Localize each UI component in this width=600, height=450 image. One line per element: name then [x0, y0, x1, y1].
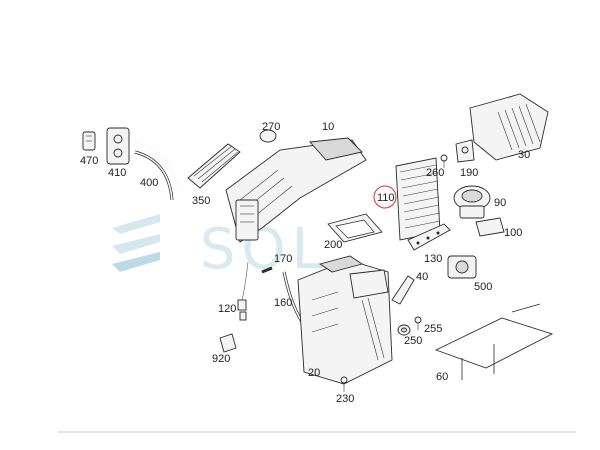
- part-30: [469, 93, 549, 161]
- part-255: [414, 316, 422, 330]
- part-100: [475, 217, 505, 237]
- callout-120: 120: [218, 303, 236, 315]
- part-260: [440, 154, 448, 168]
- callout-60: 60: [436, 371, 448, 383]
- watermark: SOL: [112, 214, 323, 282]
- callout-200: 200: [324, 239, 342, 251]
- callout-260: 260: [426, 167, 444, 179]
- callout-10: 10: [322, 121, 334, 133]
- watermark-logo-icon: [112, 214, 160, 272]
- callout-500: 500: [474, 281, 492, 293]
- callout-410: 410: [108, 167, 126, 179]
- callout-255: 255: [424, 323, 442, 335]
- callout-20: 20: [308, 367, 320, 379]
- callout-270: 270: [262, 121, 280, 133]
- part-190: [455, 139, 475, 163]
- part-130: [407, 223, 451, 251]
- callout-400: 400: [140, 177, 158, 189]
- callout-920: 920: [212, 353, 230, 365]
- part-500: [447, 255, 477, 279]
- callout-40: 40: [416, 271, 428, 283]
- part-110: [395, 157, 441, 241]
- callout-350: 350: [192, 195, 210, 207]
- callout-250: 250: [404, 335, 422, 347]
- callout-470: 470: [80, 155, 98, 167]
- part-160: [282, 271, 304, 323]
- highlight-circle: [373, 185, 397, 209]
- callout-160: 160: [274, 297, 292, 309]
- part-120: [237, 261, 249, 321]
- part-920: [219, 333, 237, 353]
- callout-170: 170: [274, 253, 292, 265]
- callout-30: 30: [518, 149, 530, 161]
- part-250: [397, 324, 411, 336]
- part-470: [82, 131, 96, 151]
- callout-130: 130: [424, 253, 442, 265]
- part-170: [261, 266, 273, 274]
- part-60: [434, 303, 554, 380]
- part-200: [327, 213, 383, 243]
- part-40: [391, 275, 415, 305]
- part-410: [106, 127, 130, 165]
- part-90: [453, 185, 491, 219]
- part-400: [134, 141, 181, 201]
- callout-110: 110: [377, 192, 395, 204]
- callout-100: 100: [504, 227, 522, 239]
- callout-90: 90: [494, 197, 506, 209]
- part-270: [259, 129, 277, 143]
- part-20: [297, 255, 393, 385]
- part-230: [340, 376, 348, 392]
- part-10: [225, 137, 367, 243]
- callout-labels: 470 410 400 350 270 10 260 190 30 110 90…: [80, 121, 530, 405]
- callout-230: 230: [336, 393, 354, 405]
- callout-190: 190: [460, 167, 478, 179]
- part-350: [187, 143, 241, 189]
